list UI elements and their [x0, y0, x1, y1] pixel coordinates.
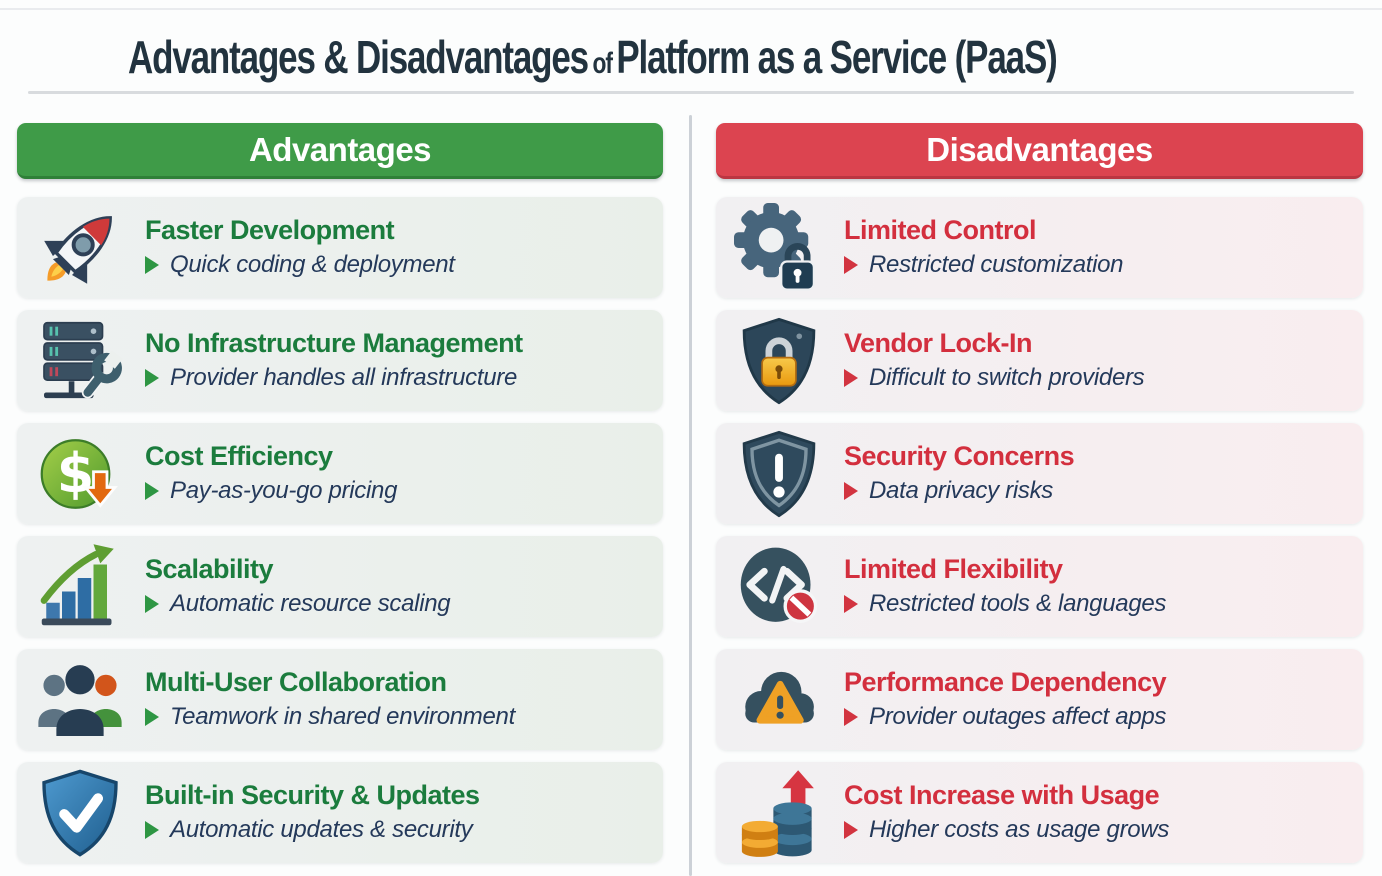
card-text: Cost Increase with Usage Higher costs as…	[844, 779, 1169, 844]
disadvantage-card: Performance Dependency Provider outages …	[716, 649, 1363, 750]
bullet-triangle-icon	[844, 481, 858, 500]
svg-text:$: $	[57, 442, 95, 505]
cloud-warning-icon	[726, 654, 832, 746]
disadvantage-card: Limited Flexibility Restricted tools & l…	[716, 536, 1363, 637]
card-subtitle: Automatic updates & security	[145, 816, 480, 844]
card-subtitle: Higher costs as usage grows	[844, 816, 1169, 844]
shield-alert-icon	[726, 428, 832, 520]
card-subtitle-text: Data privacy risks	[869, 476, 1053, 504]
dollar-savings-icon: $	[27, 428, 133, 520]
card-title: Cost Increase with Usage	[844, 779, 1160, 810]
bullet-triangle-icon	[145, 594, 159, 613]
bullet-triangle-icon	[844, 707, 858, 726]
card-subtitle: Automatic resource scaling	[145, 589, 451, 618]
advantage-card: Multi-User Collaboration Teamwork in sha…	[17, 649, 663, 750]
card-subtitle: Provider outages affect apps	[844, 703, 1166, 731]
card-title: Scalability	[145, 553, 274, 584]
card-title: Limited Control	[844, 214, 1036, 245]
page-title-part2: Platform as a Service (PaaS)	[616, 31, 1057, 83]
advantages-header: Advantages	[17, 123, 663, 179]
bullet-triangle-icon	[145, 707, 159, 726]
disadvantage-card: Security Concerns Data privacy risks	[716, 423, 1363, 524]
growth-chart-icon	[27, 541, 133, 633]
title-divider-line	[28, 91, 1354, 94]
card-subtitle-text: Restricted customization	[869, 250, 1124, 278]
card-title: Vendor Lock-In	[844, 327, 1033, 358]
card-subtitle: Teamwork in shared environment	[145, 703, 515, 731]
card-title: Faster Development	[145, 214, 395, 245]
disadvantage-card: Vendor Lock-In Difficult to switch provi…	[716, 310, 1363, 411]
bullet-triangle-icon	[145, 255, 159, 274]
bullet-triangle-icon	[844, 255, 858, 274]
card-subtitle: Restricted customization	[844, 250, 1124, 279]
card-subtitle: Data privacy risks	[844, 477, 1074, 505]
card-title: Security Concerns	[844, 440, 1075, 471]
card-title: No Infrastructure Management	[145, 327, 523, 358]
column-divider-line	[689, 115, 692, 876]
card-title: Performance Dependency	[844, 666, 1167, 697]
advantage-card: No Infrastructure Management Provider ha…	[17, 310, 663, 411]
advantage-card: $ Cost Efficiency Pay-as-you-go pricing	[17, 423, 663, 524]
disadvantage-card: Limited Control Restricted customization	[716, 197, 1363, 298]
shield-lock-icon	[726, 315, 832, 407]
card-title: Built-in Security & Updates	[145, 779, 480, 810]
card-text: Limited Flexibility Restricted tools & l…	[844, 553, 1166, 618]
card-subtitle: Difficult to switch providers	[844, 363, 1145, 392]
card-text: Scalability Automatic resource scaling	[145, 553, 451, 618]
card-subtitle-text: Quick coding & deployment	[170, 250, 455, 278]
card-title: Limited Flexibility	[844, 553, 1063, 584]
advantage-card: Faster Development Quick coding & deploy…	[17, 197, 663, 298]
bullet-triangle-icon	[844, 594, 858, 613]
advantage-card: Scalability Automatic resource scaling	[17, 536, 663, 637]
card-text: Multi-User Collaboration Teamwork in sha…	[145, 666, 515, 731]
card-title: Cost Efficiency	[145, 440, 333, 471]
card-title: Multi-User Collaboration	[145, 666, 447, 697]
advantages-column: Advantages Faste	[17, 123, 663, 875]
card-subtitle-text: Difficult to switch providers	[869, 363, 1145, 391]
card-text: Faster Development Quick coding & deploy…	[145, 214, 455, 279]
bullet-triangle-icon	[145, 481, 159, 500]
card-text: Cost Efficiency Pay-as-you-go pricing	[145, 440, 397, 505]
bullet-triangle-icon	[145, 368, 159, 387]
card-subtitle-text: Higher costs as usage grows	[869, 815, 1170, 843]
card-text: Vendor Lock-In Difficult to switch provi…	[844, 327, 1145, 392]
bullet-triangle-icon	[844, 368, 858, 387]
card-subtitle: Restricted tools & languages	[844, 590, 1166, 618]
card-subtitle-text: Automatic resource scaling	[170, 589, 451, 617]
page-title-part1: Advantages & Disadvantages	[128, 31, 589, 83]
card-subtitle-text: Provider outages affect apps	[869, 702, 1167, 730]
card-text: Built-in Security & Updates Automatic up…	[145, 779, 480, 844]
card-text: No Infrastructure Management Provider ha…	[145, 327, 523, 392]
team-icon	[27, 654, 133, 746]
top-divider-line	[0, 8, 1382, 10]
card-subtitle-text: Provider handles all infrastructure	[170, 363, 518, 391]
disadvantage-card: Cost Increase with Usage Higher costs as…	[716, 762, 1363, 863]
card-subtitle: Quick coding & deployment	[145, 251, 455, 279]
disadvantages-header: Disadvantages	[716, 123, 1363, 179]
server-wrench-icon	[27, 315, 133, 407]
card-text: Limited Control Restricted customization	[844, 214, 1124, 279]
advantage-card: Built-in Security & Updates Automatic up…	[17, 762, 663, 863]
disadvantages-column: Disadvantages	[716, 123, 1363, 875]
card-text: Performance Dependency Provider outages …	[844, 666, 1167, 731]
page-title-connector: of	[592, 47, 613, 80]
card-subtitle-text: Restricted tools & languages	[869, 589, 1167, 617]
card-subtitle-text: Teamwork in shared environment	[170, 702, 515, 730]
card-subtitle-text: Pay-as-you-go pricing	[170, 476, 398, 504]
rocket-icon	[27, 202, 133, 294]
bullet-triangle-icon	[844, 820, 858, 839]
card-text: Security Concerns Data privacy risks	[844, 440, 1075, 505]
card-subtitle: Provider handles all infrastructure	[145, 364, 523, 392]
card-subtitle: Pay-as-you-go pricing	[145, 477, 397, 505]
code-ban-icon	[726, 541, 832, 633]
coins-up-arrow-icon	[726, 767, 832, 859]
gear-lock-icon	[726, 202, 832, 294]
bullet-triangle-icon	[145, 820, 159, 839]
card-subtitle-text: Automatic updates & security	[170, 815, 473, 843]
shield-check-icon	[27, 767, 133, 859]
